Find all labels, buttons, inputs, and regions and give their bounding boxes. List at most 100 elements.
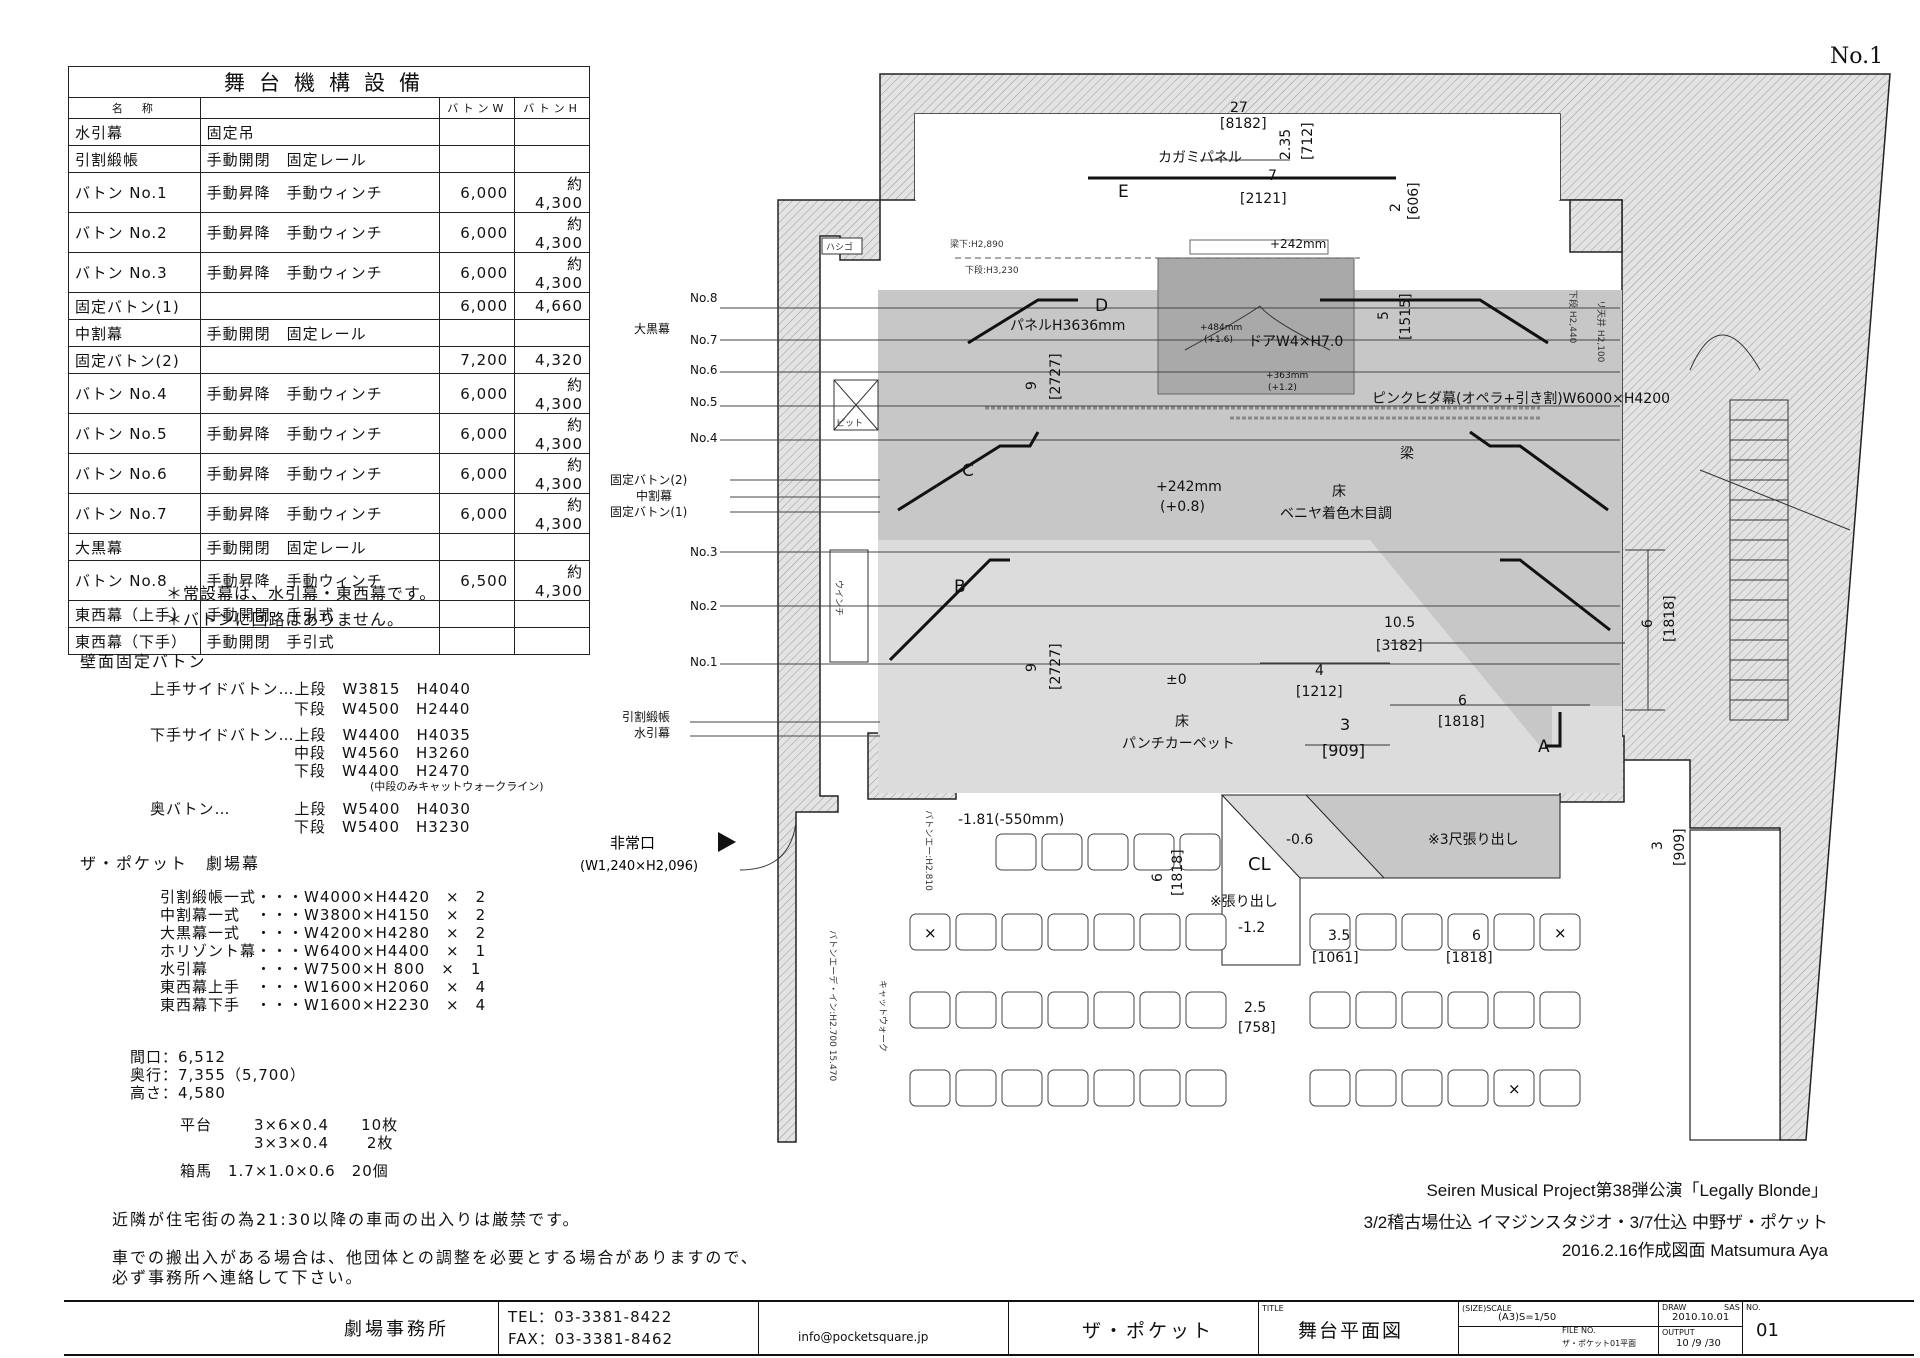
dim-text: 10.5 xyxy=(1384,615,1415,631)
output-date: 10 /9 /30 xyxy=(1676,1338,1721,1349)
audience-seat xyxy=(1093,991,1135,1029)
audience-seat xyxy=(1355,913,1397,951)
dim-text: [1818] xyxy=(1662,595,1678,642)
dim-text: 2.5 xyxy=(1244,1000,1266,1016)
removed-seat-mark: × xyxy=(924,924,937,942)
equip-method-cell: 固定吊 xyxy=(199,118,441,146)
audience-seat xyxy=(1185,1069,1227,1107)
equip-height-cell: 約4,300 xyxy=(514,453,590,494)
scale-label: (SIZE)SCALE xyxy=(1462,1304,1512,1313)
equip-name-cell: 大黒幕 xyxy=(68,533,201,561)
curtains-title: ザ・ポケット 劇場幕 xyxy=(80,854,261,873)
drawn-date: 2010.10.01 xyxy=(1672,1312,1730,1323)
plan-letter-d: D xyxy=(1095,296,1108,316)
dim-text: 6 xyxy=(1472,928,1481,944)
table-title: 舞台機構設備 xyxy=(68,66,590,98)
audience-seat xyxy=(1093,1069,1135,1107)
batten-labels: No.8 大黒幕 No.7 No.6 No.5 No.4 固定バトン(2) 中割… xyxy=(610,291,718,740)
batten-label: No.2 xyxy=(690,599,718,613)
audience-seat xyxy=(1139,913,1181,951)
dim-text: [1515] xyxy=(1398,293,1414,340)
hashigo-box xyxy=(821,237,863,255)
plan-label-extension: ※張り出し xyxy=(1210,894,1278,910)
door-swing xyxy=(1184,305,1261,351)
plan-label-level: -0.6 xyxy=(1286,832,1313,848)
table-header-height: バトンH xyxy=(514,97,590,119)
stage-plan: ××× カガミパネル E 27 [8182] 7 [2121] 2.35 [71… xyxy=(580,73,1891,1143)
curtain-line: 引割緞帳一式・・・W4000×H4420 × 2 xyxy=(160,888,487,906)
dimension-lines xyxy=(1200,159,1665,746)
removed-seat-mark: × xyxy=(1508,1080,1521,1098)
tel-text: TEL：03-3381-8422 xyxy=(508,1308,673,1326)
audience-seat xyxy=(1493,1069,1535,1107)
dim-text: 4 xyxy=(1315,663,1324,679)
equip-name-cell: バトン No.8 xyxy=(68,560,201,601)
curtain-line: ホリゾント幕・・・W6400×H4400 × 1 xyxy=(160,942,487,960)
equip-name-cell: 東西幕（下手） xyxy=(68,627,201,655)
dim-text: 27 xyxy=(1230,100,1248,116)
drawn-label: DRAW xyxy=(1662,1303,1687,1312)
batten-label: No.3 xyxy=(690,545,718,559)
dim-text: 2 xyxy=(1388,203,1404,212)
curtain-line: 大黒幕一式 ・・・W4200×H4280 × 2 xyxy=(160,924,487,942)
plan-letter-a: A xyxy=(1538,737,1550,757)
apron-right xyxy=(1304,794,1561,879)
batten-label: 水引幕 xyxy=(634,726,670,740)
audience-seat xyxy=(1401,913,1443,951)
exit-label: 非常口 xyxy=(610,834,655,852)
dim-text: 9 xyxy=(1024,663,1040,672)
dim-line: 奥行：7,355（5,700） xyxy=(130,1066,306,1084)
title-cell-office: 劇場事務所 xyxy=(64,1302,499,1354)
dim-text: [758] xyxy=(1238,1020,1276,1036)
winch-box xyxy=(829,549,869,663)
plan-label-floor: 床 xyxy=(1332,484,1346,500)
credit-line: 2016.2.16作成図面 Matsumura Aya xyxy=(1561,1241,1828,1260)
plan-label-hashigo: ハシゴ xyxy=(826,241,853,253)
equip-method-cell: 手動昇降 手動ウィンチ xyxy=(199,560,441,601)
plan-label-lower-height: ±0 xyxy=(1166,672,1187,688)
dim-text: 3 xyxy=(1650,841,1666,850)
batten-label: No.6 xyxy=(690,363,718,377)
audience-seat xyxy=(1179,833,1221,871)
dim-text: [909] xyxy=(1672,828,1688,866)
dim-text: [1212] xyxy=(1296,684,1343,700)
audience-seat xyxy=(1001,1069,1043,1107)
exit-size: (W1,240×H2,096) xyxy=(580,859,698,874)
equip-height-cell: 約4,300 xyxy=(514,252,590,293)
plan-label-side-upper: リ天井 H2,100 xyxy=(1595,300,1607,363)
warning-line: 車での搬出入がある場合は、他団体との調整を必要とする場合がありますので、 xyxy=(112,1248,759,1267)
page-number: No.1 xyxy=(1830,44,1884,69)
equip-width-cell: 6,000 xyxy=(439,413,516,454)
dim-text: [3182] xyxy=(1376,638,1423,654)
dim-text: [2727] xyxy=(1048,353,1064,400)
plan-label-box484b: (+1.6) xyxy=(1204,335,1233,345)
plan-label-upper-height2: (+0.8) xyxy=(1160,499,1205,515)
batten-label: No.1 xyxy=(690,655,718,669)
credit-line: Seiren Musical Project第38弾公演「Legally Blo… xyxy=(1426,1181,1828,1200)
equip-name-cell: バトン No.3 xyxy=(68,252,201,293)
dim-text: [606] xyxy=(1406,182,1422,220)
upper-box xyxy=(1189,239,1329,255)
apron-step xyxy=(1221,793,1301,966)
plan-label-floor: 床 xyxy=(1175,714,1189,730)
equip-name-cell: 水引幕 xyxy=(68,118,201,146)
box-line: 箱馬 1.7×1.0×0.6 20個 xyxy=(180,1162,389,1180)
door-platform xyxy=(1157,257,1355,395)
audience-seat xyxy=(1447,991,1489,1029)
plan-letter-e: E xyxy=(1118,182,1129,202)
wall-batten-title: 壁面固定バトン xyxy=(80,652,207,671)
equip-height-cell xyxy=(514,118,590,146)
exit-arrow-icon xyxy=(718,832,736,852)
wall-batten-line: 上手サイドバトン…上段 W3815 H4040 xyxy=(150,680,471,698)
equip-name-cell: 東西幕（上手） xyxy=(68,600,201,628)
dim-text: 2.35 xyxy=(1278,129,1294,160)
equip-method-cell: 手動昇降 手動ウィンチ xyxy=(199,373,441,414)
door-swing xyxy=(1259,305,1331,351)
